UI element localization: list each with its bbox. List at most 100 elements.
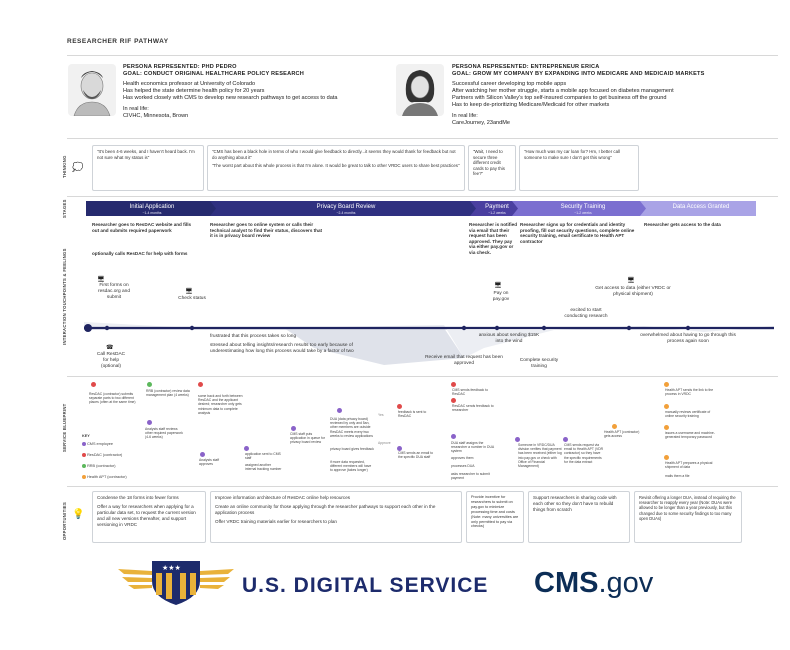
cms-dot bbox=[147, 420, 152, 425]
touchpoint-dot bbox=[461, 325, 467, 331]
legend-item: ResDAC (contractor) bbox=[82, 453, 122, 457]
computer-icon: 🖥 bbox=[97, 277, 105, 283]
persona-line: Partners with Silicon Valley's top self-… bbox=[452, 95, 667, 101]
blueprint-step: Health APT prepares a physical shipment … bbox=[665, 461, 713, 470]
resdac-dot bbox=[198, 382, 203, 387]
computer-icon: 🖥 bbox=[494, 283, 502, 289]
opportunity-text: Improve information architecture of ResD… bbox=[215, 495, 351, 500]
resdac-dot bbox=[397, 404, 402, 409]
touchpoint-dot bbox=[685, 325, 691, 331]
blueprint-step: CMS sends feedback to ResDAC bbox=[452, 388, 488, 397]
legend-item: CMS employee bbox=[82, 442, 113, 446]
stage-name: Security Training bbox=[560, 204, 606, 210]
real-life-label: In real life: bbox=[452, 113, 478, 119]
stage-description: Researcher goes to online system or call… bbox=[210, 222, 323, 239]
usds-shield-logo: ★★★ bbox=[152, 561, 200, 605]
legend-label: ResDAC (contractor) bbox=[87, 453, 123, 457]
persona-goal: GOAL: GROW MY COMPANY BY EXPANDING INTO … bbox=[452, 71, 705, 77]
touchpoint-label: Get access to data (either VRDC or physi… bbox=[595, 286, 671, 297]
stage-name: Initial Application bbox=[129, 204, 175, 210]
opportunity-card: Improve information architecture of ResD… bbox=[210, 491, 462, 543]
blueprint-step: assigned another internal tracking numbe… bbox=[245, 463, 282, 472]
legend-title: KEY bbox=[82, 434, 90, 438]
cms-tld: .gov bbox=[598, 567, 654, 599]
touchpoint-label: Complete security training bbox=[519, 358, 559, 369]
computer-icon: 🖥 bbox=[627, 278, 635, 284]
opportunity-text: Offer a way for researchers when applyin… bbox=[97, 504, 196, 527]
touchpoint-dot bbox=[626, 325, 632, 331]
touchpoint-label: Check status bbox=[178, 296, 206, 301]
stage-payment bbox=[470, 201, 520, 216]
resdac-dot bbox=[451, 382, 456, 387]
real-life-value: CareJourney, 23andMe bbox=[452, 120, 511, 126]
blueprint-step: issues a username and machine-generated … bbox=[665, 431, 715, 440]
blueprint-step: RRB (contractor) review data management … bbox=[146, 389, 190, 398]
blueprint-step: asks researcher to submit payment bbox=[451, 472, 490, 481]
health-apt-dot bbox=[612, 424, 617, 429]
persona-pedro: PERSONA REPRESENTED: PHD PEDRO GOAL: CON… bbox=[123, 64, 393, 120]
persona-represented: PERSONA REPRESENTED: PHD PEDRO bbox=[123, 64, 237, 70]
cms-wordmark: CMS bbox=[534, 567, 599, 599]
persona-represented: PERSONA REPRESENTED: ENTREPRENEUR ERICA bbox=[452, 64, 600, 70]
persona-line: Health economics professor at University… bbox=[123, 81, 256, 87]
blueprint-step: Analysts staff reviews other required pa… bbox=[145, 427, 183, 440]
feeling-label: anxious about sending $15K into the wind bbox=[478, 333, 540, 344]
health-apt-dot bbox=[664, 425, 669, 430]
touchpoint-label: First forms on resdac.org and submit bbox=[98, 283, 130, 300]
touchpoint-dot bbox=[104, 325, 110, 331]
opportunity-text: Create an online community for those app… bbox=[215, 504, 436, 515]
legend-label: CMS employee bbox=[87, 442, 114, 446]
persona-pedro-avatar bbox=[68, 64, 116, 116]
blueprint-step: CMS staff puts application in queue for … bbox=[290, 432, 326, 445]
persona-erica: PERSONA REPRESENTED: ENTREPRENEUR ERICA … bbox=[452, 64, 772, 127]
lightbulb-icon: 💡 bbox=[72, 509, 85, 520]
divider bbox=[67, 138, 778, 139]
phone-icon: ☎ bbox=[106, 345, 114, 351]
stage-data-access bbox=[640, 201, 756, 216]
stage-description: Researcher signs up for credentials and … bbox=[520, 222, 635, 244]
cms-gov-logo: CMS.gov bbox=[534, 567, 653, 600]
persona-line: Has to keep de-prioritizing Medicare/Med… bbox=[452, 102, 610, 108]
blueprint-step: approves them bbox=[451, 456, 474, 460]
persona-line: Has helped the state determine health po… bbox=[123, 88, 265, 94]
stage-security-training bbox=[512, 201, 648, 216]
feeling-label: overwhelmed about having to go through t… bbox=[640, 333, 736, 344]
opportunity-text: Offer VRDC training materials earlier fo… bbox=[215, 519, 337, 524]
blueprint-step: feedback is sent to ResDAC bbox=[398, 410, 427, 419]
stage-bar bbox=[86, 201, 756, 216]
stage-duration: ~2-4 months bbox=[336, 211, 356, 215]
stage-label: Privacy Board Review~2-4 months bbox=[216, 202, 476, 215]
feelings-graph bbox=[84, 322, 774, 365]
cms-dot bbox=[397, 446, 402, 451]
stage-label: Payment~1-2 weeks bbox=[474, 202, 520, 215]
divider bbox=[67, 55, 778, 56]
blueprint-step: processes DUA bbox=[451, 464, 475, 468]
journey-start-marker bbox=[84, 324, 92, 332]
thought-bubble-icon: 💭 bbox=[72, 162, 84, 172]
stage-description: Researcher gets access to the data bbox=[644, 222, 721, 227]
stage-name: Privacy Board Review bbox=[316, 204, 376, 210]
legend-swatch bbox=[82, 464, 86, 468]
blueprint-step: Someone in VRDC/DUA division verifies th… bbox=[518, 443, 562, 469]
feelings-dip bbox=[284, 328, 464, 365]
blueprint-step: some back and forth between ResDAC and t… bbox=[198, 394, 243, 415]
thinking-quote-text: "CMS has been a black hole in terms of w… bbox=[212, 149, 456, 160]
stage-name: Data Access Granted bbox=[672, 204, 730, 210]
touchpoint-dot bbox=[189, 325, 195, 331]
health-apt-dot bbox=[664, 404, 669, 409]
usds-wing-right bbox=[200, 569, 234, 589]
feeling-label: frustrated that this process takes so lo… bbox=[210, 334, 297, 339]
legend-swatch bbox=[82, 475, 86, 479]
thinking-quote-text: "The worst part about this whole process… bbox=[212, 163, 460, 169]
touchpoint-dot bbox=[494, 325, 500, 331]
row-label-blueprint: SERVICE BLUEPRINT bbox=[62, 403, 67, 452]
legend-swatch bbox=[82, 442, 86, 446]
blueprint-step: manually reviews certificate of online s… bbox=[665, 410, 711, 419]
stage-description: Researcher goes to ResDAC website and fi… bbox=[92, 222, 192, 233]
opportunity-text: Condense the 18 forms into fewer forms bbox=[97, 495, 179, 500]
blueprint-step: Health APT sends the link to the process… bbox=[665, 388, 714, 397]
health-apt-dot bbox=[664, 455, 669, 460]
stage-label: Data Access Granted bbox=[646, 202, 756, 211]
usds-wordmark: U.S. DIGITAL SERVICE bbox=[242, 574, 489, 597]
persona-erica-avatar bbox=[396, 64, 444, 116]
